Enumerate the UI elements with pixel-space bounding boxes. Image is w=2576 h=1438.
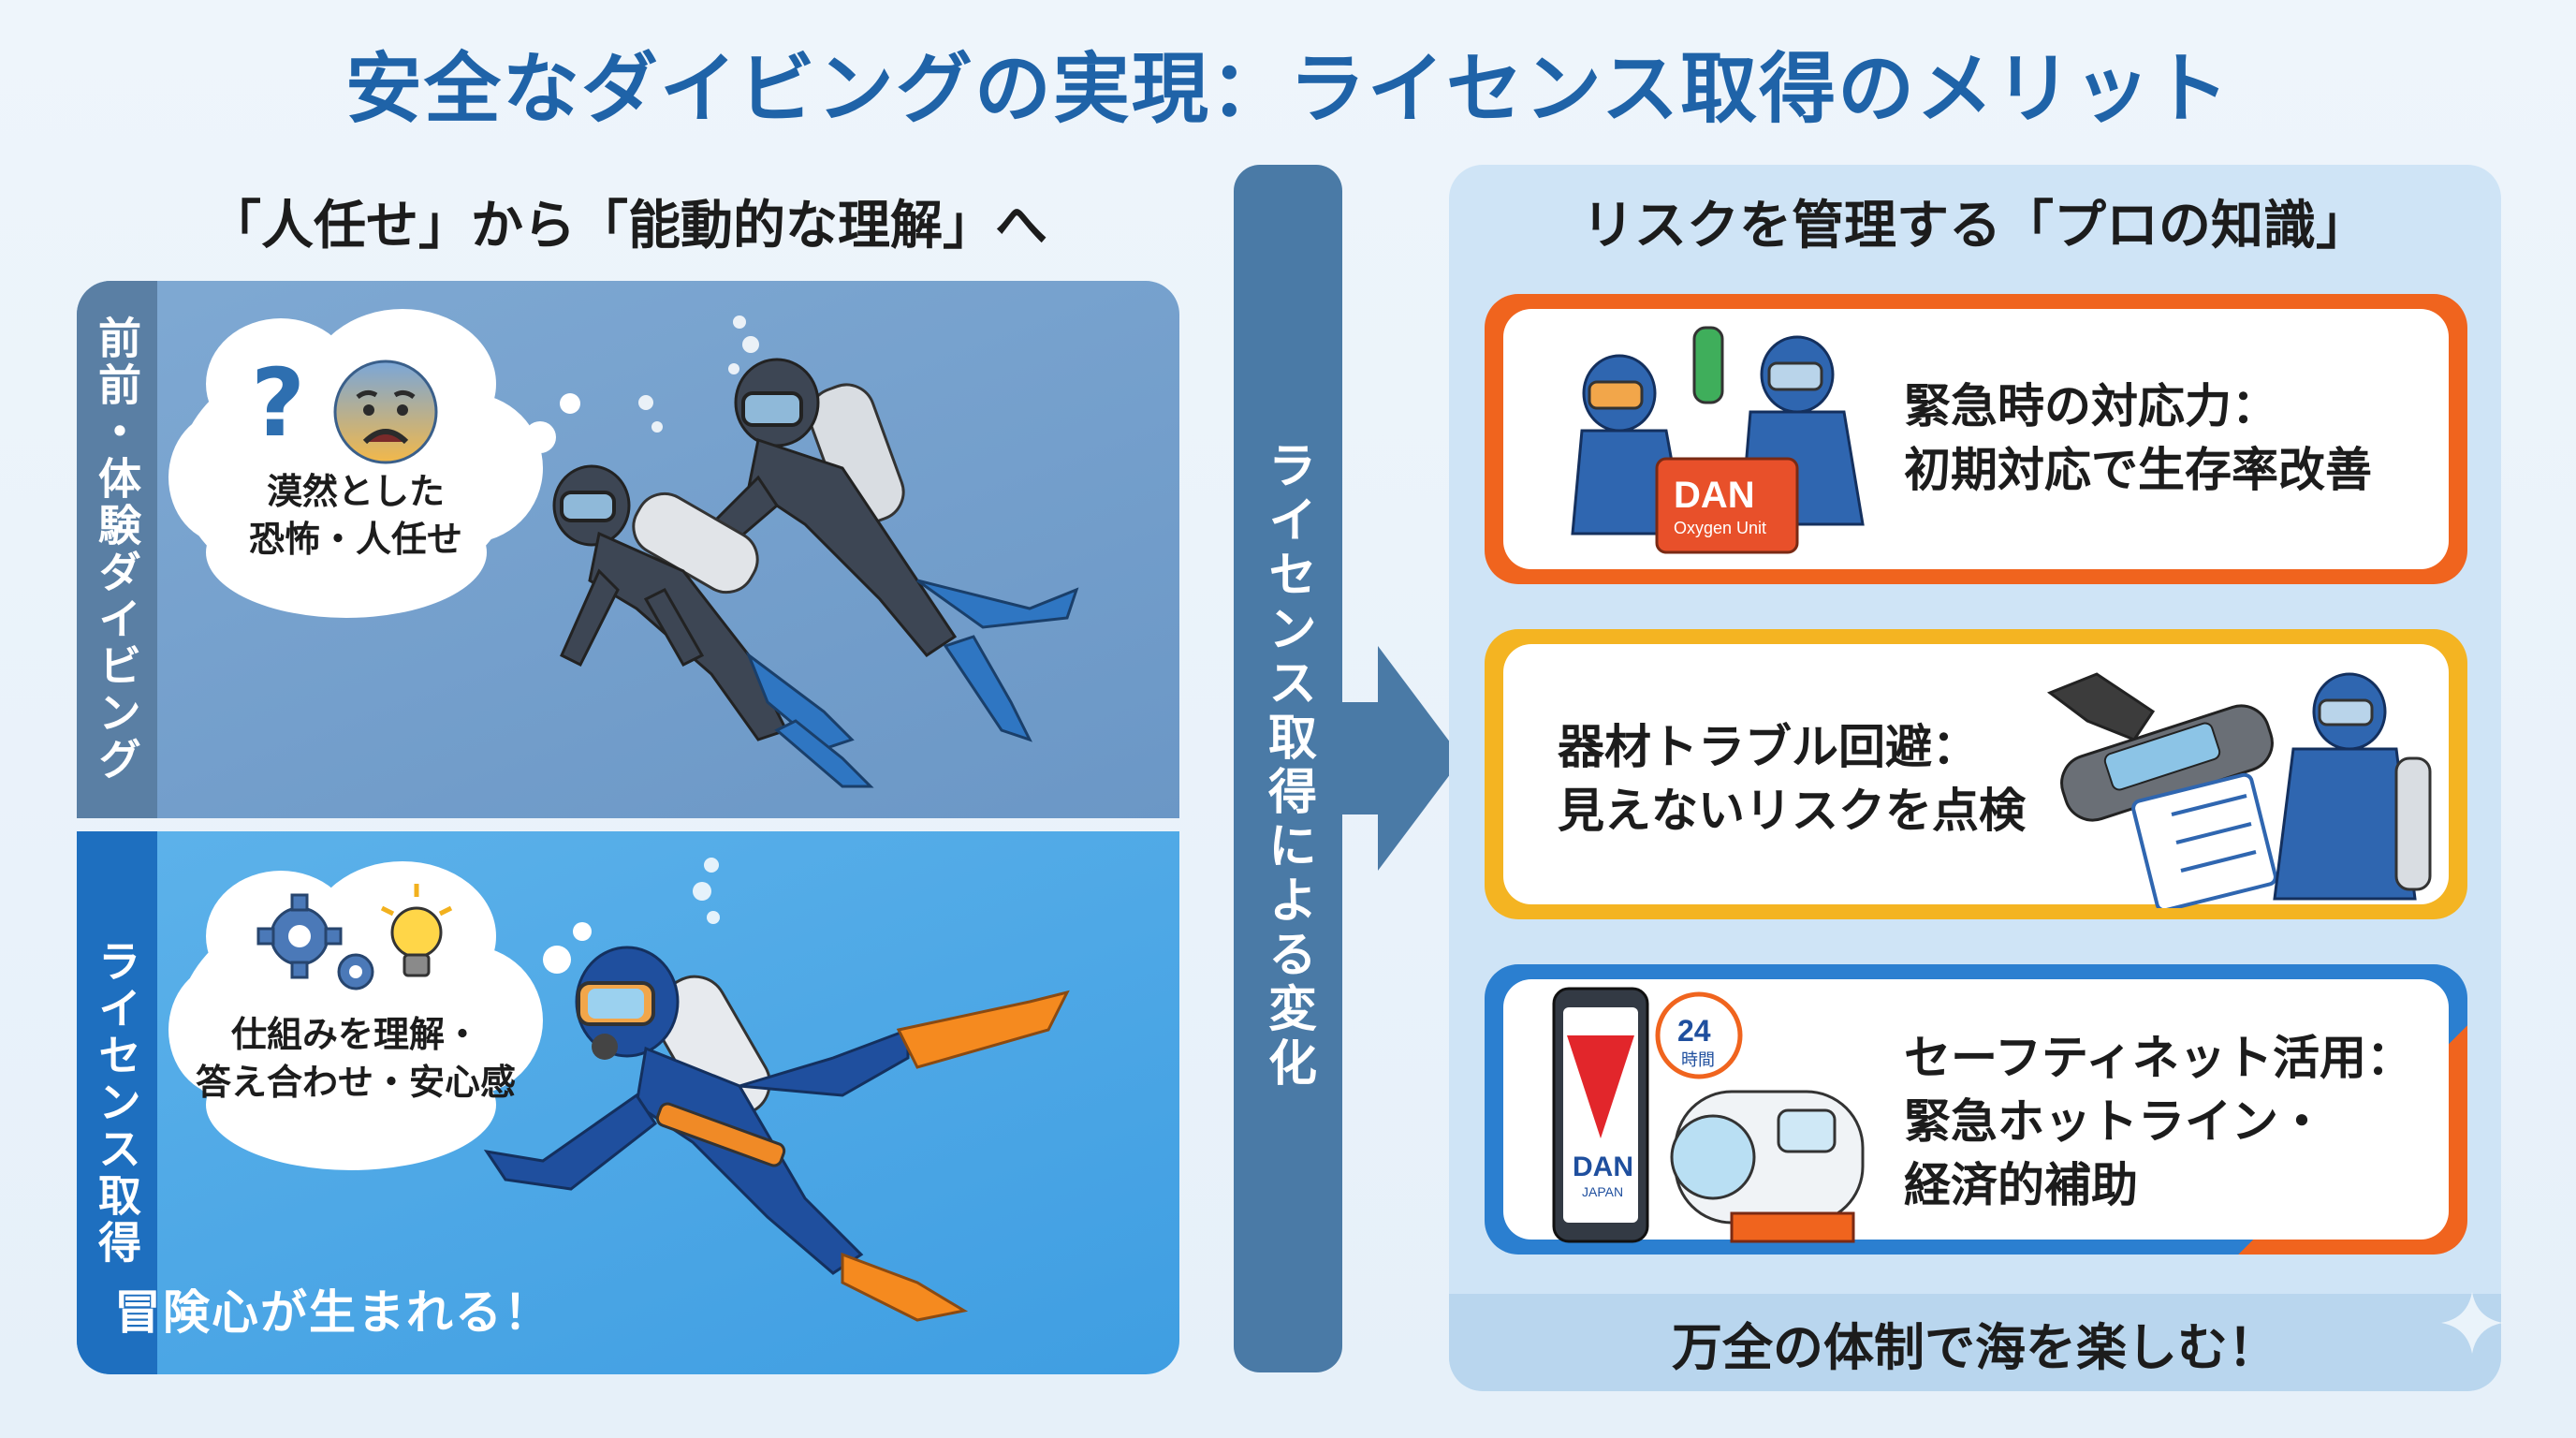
right-heading: リスクを管理する「プロの知識」 xyxy=(1582,196,2368,257)
page-title: 安全なダイビングの実現：ライセンス取得のメリット xyxy=(344,45,2232,134)
before-side-label: 前前・体験ダイビング xyxy=(92,315,142,784)
phone-brand: DAN xyxy=(1573,1152,1633,1182)
question-mark-icon: ? xyxy=(251,348,306,458)
safety-net-desc-line2: 経済的補助 xyxy=(1904,1158,2138,1212)
after-thought-text: 仕組みを理解・ 答え合わせ・安心感 xyxy=(178,1011,534,1108)
safety-net-title: セーフティネット活用： xyxy=(1904,1031,2413,1085)
gears-icon xyxy=(256,893,374,990)
transition-bar xyxy=(1234,165,1342,1372)
before-thought-text: 漠然とした 恐怖・人任せ xyxy=(187,468,524,565)
arrow-right-icon xyxy=(1340,646,1462,871)
equipment-trouble-title: 器材トラブル回避： xyxy=(1558,720,1979,774)
guided-divers-illustration xyxy=(552,315,1079,788)
before-thought-line2: 恐怖・人任せ xyxy=(248,519,462,561)
after-side-label: ライセンス取得 xyxy=(92,939,142,1267)
emergency-response-text: 緊急時の対応力： 初期対応で生存率改善 xyxy=(1904,374,2372,502)
transition-label-wrapper: ライセンス取得による変化 xyxy=(1234,440,1342,1092)
oxygen-kit-brand: DAN xyxy=(1674,475,1755,516)
equipment-check-illustration xyxy=(2046,672,2432,908)
worried-face-icon xyxy=(333,360,438,464)
oxygen-rescue-illustration: DAN Oxygen Unit xyxy=(1571,326,1865,554)
footer-text: 万全の体制で海を楽しむ！ xyxy=(1672,1317,2278,1377)
adventure-slogan: 冒険心が生まれる！ xyxy=(114,1285,552,1340)
footer-banner: 万全の体制で海を楽しむ！ xyxy=(1449,1294,2501,1391)
after-side-strip: ライセンス取得 xyxy=(77,831,157,1374)
lightbulb-icon xyxy=(380,884,453,977)
dan-phone-illustration: DAN JAPAN 24 時間 xyxy=(1552,987,1865,1243)
oxygen-kit-sub: Oxygen Unit xyxy=(1674,519,1766,537)
left-heading: 「人任せ」から「能動的な理解」へ xyxy=(209,196,1047,257)
transition-label: ライセンス取得による変化 xyxy=(1259,440,1316,1092)
emergency-response-desc: 初期対応で生存率改善 xyxy=(1904,443,2372,497)
equipment-trouble-desc: 見えないリスクを点検 xyxy=(1558,784,2026,838)
before-thought-line1: 漠然とした xyxy=(266,471,445,512)
hotline-24-unit: 時間 xyxy=(1681,1050,1715,1069)
phone-sub: JAPAN xyxy=(1582,1184,1623,1199)
safety-net-text: セーフティネット活用： 緊急ホットライン・ 経済的補助 xyxy=(1904,1026,2413,1217)
hotline-24-number: 24 xyxy=(1677,1014,1711,1048)
after-thought-line1: 仕組みを理解・ xyxy=(230,1014,480,1055)
after-thought-line2: 答え合わせ・安心感 xyxy=(195,1062,516,1104)
before-side-strip: 前前・体験ダイビング xyxy=(77,281,157,818)
safety-net-desc-line1: 緊急ホットライン・ xyxy=(1904,1094,2325,1149)
equipment-trouble-text: 器材トラブル回避： 見えないリスクを点検 xyxy=(1558,715,2026,843)
emergency-response-title: 緊急時の対応力： xyxy=(1904,379,2278,433)
licensed-diver-illustration xyxy=(483,858,1070,1322)
sparkle-icon xyxy=(2441,1292,2503,1354)
